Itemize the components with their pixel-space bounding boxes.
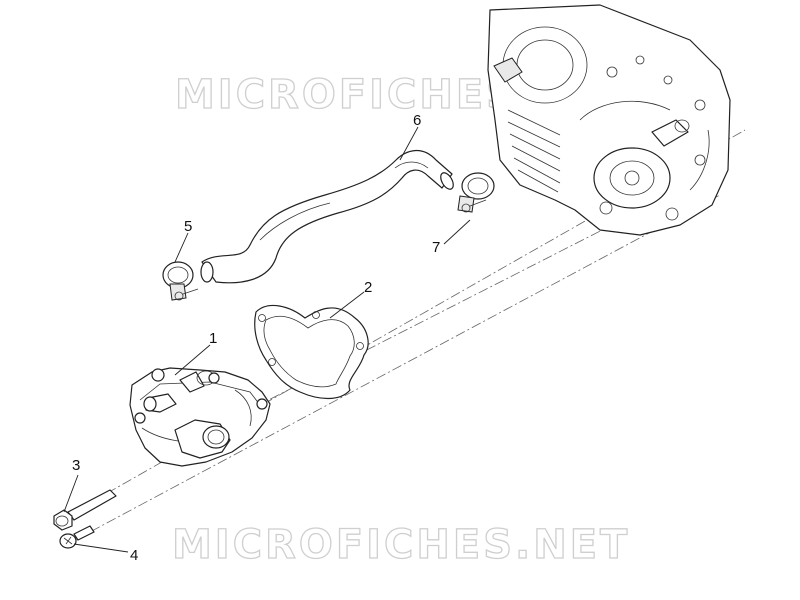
callout-3: 3 <box>72 457 80 474</box>
short-screw <box>59 525 95 549</box>
callout-6: 6 <box>413 112 421 129</box>
leader-lines <box>63 126 471 553</box>
watermark-bottom: MICROFICHES.NET <box>172 522 630 568</box>
callout-4: 4 <box>130 547 138 564</box>
callout-1: 1 <box>209 330 217 347</box>
callout-2: 2 <box>364 279 372 296</box>
long-bolt <box>53 489 117 531</box>
coolant-hose <box>200 150 454 284</box>
water-pump-housing <box>129 367 271 467</box>
engine-block <box>487 4 731 236</box>
hose-clamp-left <box>162 261 199 301</box>
hose-clamp-right <box>457 172 495 213</box>
callout-7: 7 <box>432 239 440 256</box>
callout-5: 5 <box>184 218 192 235</box>
callout-labels: 6 5 2 1 3 4 7 <box>72 112 440 564</box>
pump-gasket <box>254 304 369 400</box>
